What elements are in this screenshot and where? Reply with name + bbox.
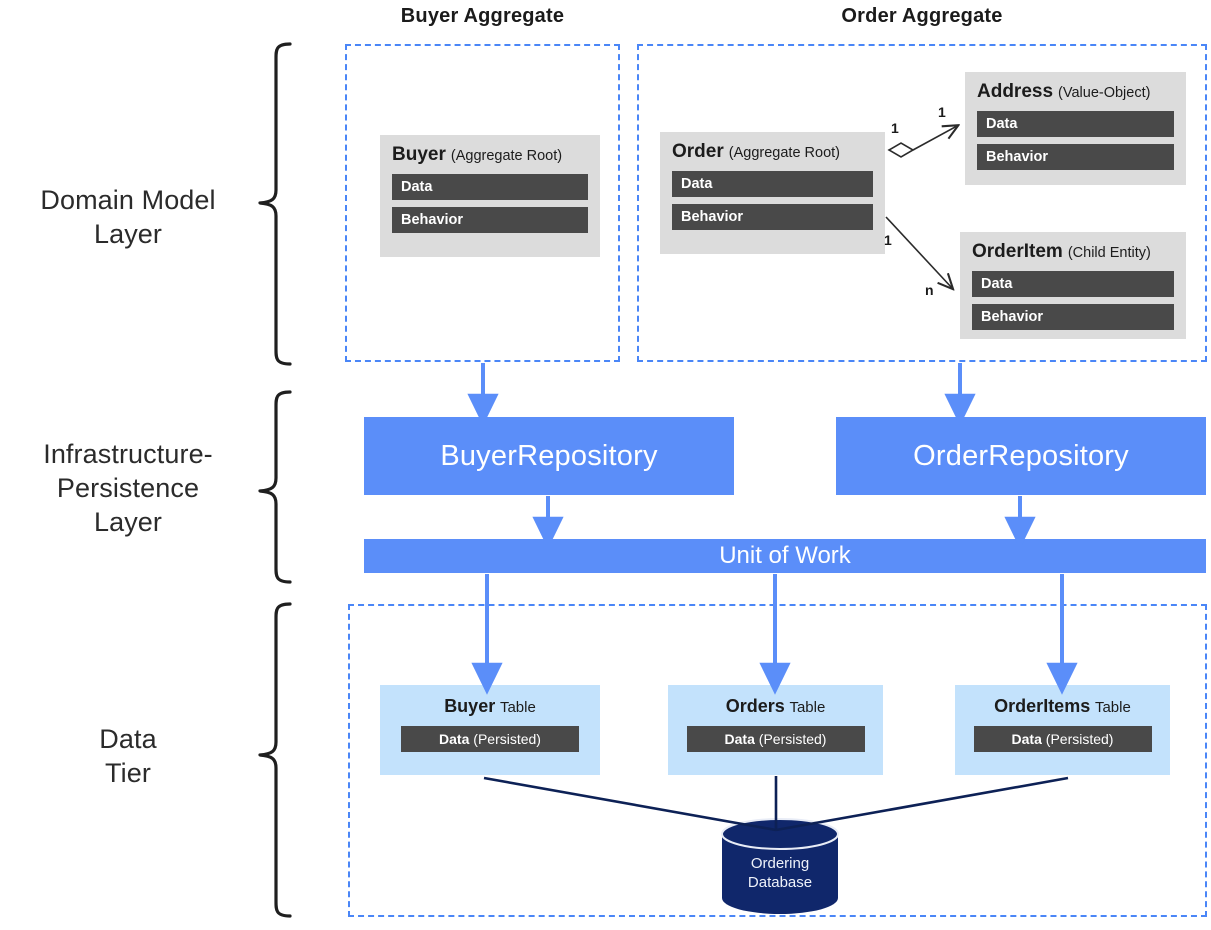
layer-label-domain-model-line1: Domain Model (40, 185, 216, 215)
layer-label-infrastructure-line1: Infrastructure- (43, 439, 213, 469)
data-tier-region (348, 604, 1207, 917)
entity-card-buyer[interactable]: Buyer (Aggregate Root) Data Behavior (380, 135, 600, 257)
entity-name-address: Address (977, 81, 1054, 102)
order-repository-label: OrderRepository (913, 439, 1129, 472)
layer-label-domain-model-line2: Layer (93, 219, 163, 249)
buyer-table-data-bold: Data (439, 731, 470, 747)
entity-title-order: Order (Aggregate Root) (672, 140, 873, 164)
orderitems-table-name: OrderItems (994, 696, 1091, 716)
entity-slot-buyer-data: Data (392, 174, 588, 200)
order-aggregate-region (637, 44, 1207, 362)
order-aggregate-title: Order Aggregate (841, 5, 1003, 27)
entity-stereotype-order: (Aggregate Root) (728, 145, 840, 161)
orderitems-table-card[interactable]: OrderItems Table Data (Persisted) (955, 685, 1170, 775)
entity-name-order: Order (672, 141, 724, 162)
brace-infrastructure-persistence-layer (258, 390, 292, 584)
brace-domain-model-layer (258, 42, 292, 366)
unit-of-work-label: Unit of Work (719, 542, 851, 569)
buyer-table-name: Buyer (444, 696, 496, 716)
entity-title-orderitem: OrderItem (Child Entity) (972, 240, 1174, 264)
entity-slot-orderitem-behavior: Behavior (972, 304, 1174, 330)
unit-of-work-box[interactable]: Unit of Work (364, 539, 1206, 573)
entity-name-orderitem: OrderItem (972, 241, 1063, 262)
layer-label-data-tier-line2: Tier (105, 758, 151, 788)
entity-card-orderitem[interactable]: OrderItem (Child Entity) Data Behavior (960, 232, 1186, 339)
orderitems-table-title: OrderItems Table (955, 695, 1170, 719)
orders-table-suffix: Table (789, 699, 826, 716)
entity-slot-order-data: Data (672, 171, 873, 197)
layer-label-domain-model: Domain Model Layer (8, 183, 248, 251)
orders-table-data-rest: (Persisted) (758, 731, 827, 747)
order-repository-box[interactable]: OrderRepository (836, 417, 1206, 495)
orders-table-name: Orders (725, 696, 785, 716)
layer-label-infrastructure-persistence: Infrastructure- Persistence Layer (8, 437, 248, 539)
buyer-aggregate-title: Buyer Aggregate (400, 5, 565, 27)
entity-stereotype-address: (Value-Object) (1058, 85, 1151, 101)
buyer-table-title: Buyer Table (380, 695, 600, 719)
ordering-database-cylinder[interactable]: Ordering Database (719, 818, 841, 914)
orders-table-title: Orders Table (668, 695, 883, 719)
entity-slot-address-data: Data (977, 111, 1174, 137)
buyer-repository-label: BuyerRepository (440, 439, 658, 472)
buyer-repository-box[interactable]: BuyerRepository (364, 417, 734, 495)
layer-label-infrastructure-line2: Persistence (56, 473, 200, 503)
database-cylinder-icon (721, 818, 839, 914)
entity-card-order[interactable]: Order (Aggregate Root) Data Behavior (660, 132, 885, 254)
orders-table-data-slot: Data (Persisted) (686, 726, 865, 752)
orders-table-data-bold: Data (724, 731, 755, 747)
layer-label-data-tier: Data Tier (8, 722, 248, 790)
entity-stereotype-buyer: (Aggregate Root) (450, 148, 563, 164)
brace-data-tier (258, 602, 292, 918)
entity-slot-order-behavior: Behavior (672, 204, 873, 230)
buyer-table-data-rest: (Persisted) (473, 731, 541, 747)
layer-label-infrastructure-line3: Layer (93, 507, 163, 537)
orderitems-table-data-rest: (Persisted) (1045, 731, 1114, 747)
buyer-table-card[interactable]: Buyer Table Data (Persisted) (380, 685, 600, 775)
orders-table-card[interactable]: Orders Table Data (Persisted) (668, 685, 883, 775)
entity-slot-address-behavior: Behavior (977, 144, 1174, 170)
entity-slot-buyer-behavior: Behavior (392, 207, 588, 233)
buyer-table-suffix: Table (499, 699, 536, 716)
entity-stereotype-orderitem: (Child Entity) (1067, 245, 1151, 261)
buyer-table-data-slot: Data (Persisted) (401, 726, 579, 752)
orderitems-table-suffix: Table (1094, 699, 1131, 716)
entity-card-address[interactable]: Address (Value-Object) Data Behavior (965, 72, 1186, 185)
orderitems-table-data-bold: Data (1011, 731, 1042, 747)
entity-name-buyer: Buyer (392, 144, 446, 165)
orderitems-table-data-slot: Data (Persisted) (973, 726, 1152, 752)
entity-title-address: Address (Value-Object) (977, 80, 1174, 104)
entity-title-buyer: Buyer (Aggregate Root) (392, 143, 588, 167)
entity-slot-orderitem-data: Data (972, 271, 1174, 297)
buyer-aggregate-region (345, 44, 620, 362)
layer-label-data-tier-line1: Data (99, 724, 157, 754)
